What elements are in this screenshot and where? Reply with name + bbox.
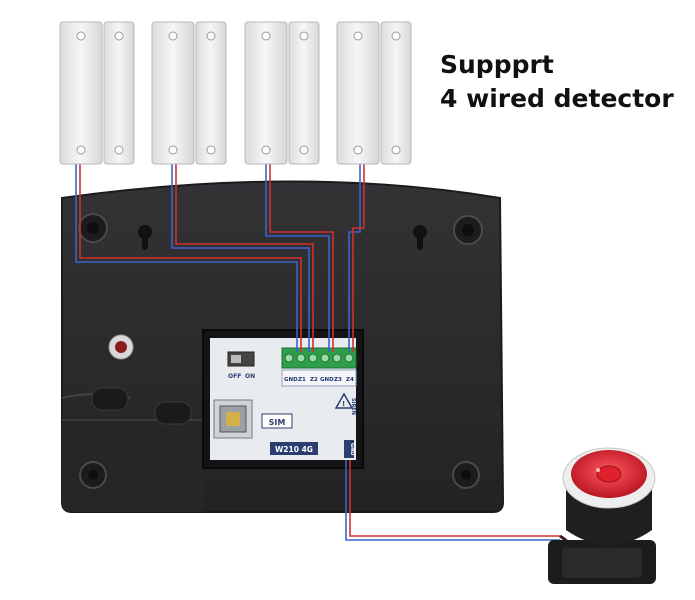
power-switch: OFF ON [227, 351, 255, 380]
battery-clip-right [154, 401, 192, 425]
terminal-label-gnd-1: GND [284, 377, 298, 383]
screw-hole-bottom-right [452, 461, 480, 489]
detector-3 [244, 21, 320, 165]
detector-2 [151, 21, 227, 165]
switch-on-label: ON [245, 373, 255, 380]
caption-line-1: Suppprt [440, 50, 554, 79]
battery-clip-left [91, 387, 129, 411]
screw-hole-bottom-left [79, 461, 107, 489]
terminal-label-gnd-2: GND [320, 377, 334, 383]
model-label-text: W210 4G [275, 445, 313, 454]
model-label: W210 4G [270, 442, 318, 455]
terminal-label-z2: Z2 [310, 377, 318, 383]
terminal-label-z3: Z3 [334, 377, 342, 383]
sim-label: SIM [261, 413, 293, 429]
screw-hole-top-left [78, 213, 108, 243]
switch-off-label: OFF [228, 373, 241, 380]
sim-slot [213, 399, 253, 439]
terminal-label-z4: Z4 [346, 377, 354, 383]
terminal-label-z1: Z1 [298, 377, 306, 383]
siren-label: SIREN [350, 398, 356, 415]
keyhole-mount-right [413, 225, 427, 250]
caption: Suppprt 4 wired detector [440, 48, 674, 116]
gnd-side-label: GND [349, 443, 355, 455]
screw-hole-top-right [453, 215, 483, 245]
caption-line-2: 4 wired detector [440, 84, 674, 113]
tamper-switch [108, 334, 134, 360]
detector-wiring [75, 158, 365, 352]
terminal-block: GND Z1 Z2 GND Z3 Z4 [281, 347, 357, 387]
sim-label-text: SIM [269, 418, 286, 427]
warning-triangle-icon: ! [334, 392, 354, 409]
keyhole-mount-left [138, 225, 152, 250]
siren [548, 447, 656, 584]
pcb-board: OFF ON GND Z1 Z2 GND Z3 Z4 [202, 329, 364, 469]
detector-4 [336, 21, 412, 165]
detector-1 [59, 21, 135, 165]
svg-text:!: ! [342, 400, 345, 408]
